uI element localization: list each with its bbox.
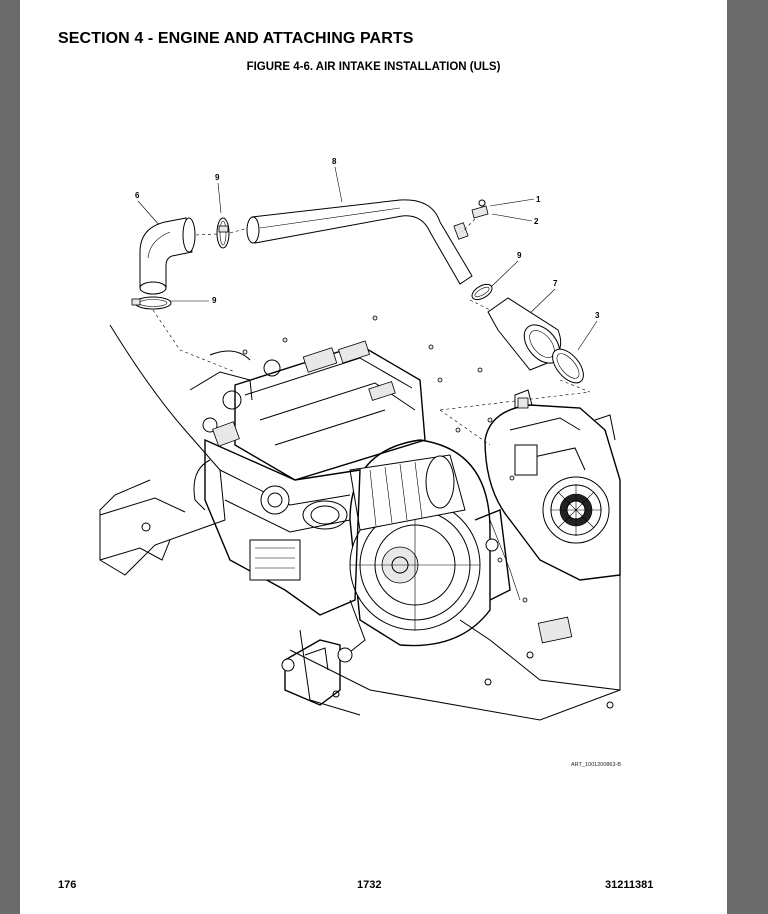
figure-title: FIGURE 4-6. AIR INTAKE INSTALLATION (ULS… — [246, 61, 501, 73]
hose-clamp-left — [131, 296, 172, 310]
large-clamp-part — [552, 348, 584, 384]
callout-9-right: 9 — [517, 251, 522, 260]
section-title: SECTION 4 - ENGINE AND ATTACHING PARTS — [58, 30, 414, 47]
document-number: 31211381 — [605, 879, 654, 891]
engine-base-frame — [99, 324, 621, 721]
manual-page: SECTION 4 - ENGINE AND ATTACHING PARTS F… — [20, 0, 727, 914]
intake-tube-part — [246, 199, 473, 285]
callout-3: 3 — [595, 311, 600, 320]
callout-8: 8 — [332, 157, 337, 166]
callout-1: 1 — [536, 195, 541, 204]
callout-2: 2 — [534, 217, 539, 226]
callout-7: 7 — [553, 279, 558, 288]
hose-clamp-top — [216, 217, 230, 249]
hardware-dots — [242, 315, 528, 603]
engine-air-intake-drawing: 8 9 6 1 2 9 7 9 3 — [99, 157, 621, 721]
page-number-left: 176 — [58, 879, 77, 891]
air-cleaner-housing — [439, 389, 621, 644]
callout-9-top: 9 — [215, 173, 220, 182]
hose-clamp-right — [471, 283, 493, 301]
engine-block — [189, 340, 511, 706]
art-reference-id: ART_1001200863-B — [571, 762, 622, 768]
page-number-center: 1732 — [357, 879, 382, 891]
fitting-screw-parts — [461, 199, 489, 233]
elbow-hose-part — [139, 217, 196, 295]
callout-9-left: 9 — [212, 296, 217, 305]
callout-6: 6 — [135, 191, 140, 200]
